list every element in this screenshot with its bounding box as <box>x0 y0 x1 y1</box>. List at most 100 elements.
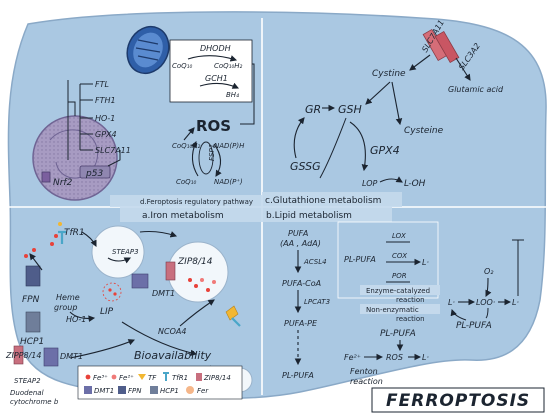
label-lipid: b.Lipid metabolism <box>266 211 352 221</box>
heme-label: Heme <box>56 293 80 302</box>
duodenal-label: Duodenal <box>10 389 44 397</box>
p53-label: p53 <box>85 169 103 179</box>
fsp1-label: FSP1 <box>208 144 216 161</box>
legend-fpn: FPN <box>128 387 142 395</box>
tfr1-receptor <box>50 222 66 246</box>
cytochrome-label: cytochrome b <box>10 398 59 406</box>
aa-ada-label: (AA , AdA) <box>280 239 321 248</box>
legend: Fe³⁺ Fe²⁺ TF TfR1 ZIP8/14 DMT1 FPN HCP1 … <box>77 365 243 400</box>
band-glutathione <box>262 192 402 207</box>
dhodh-label: DHODH <box>200 44 231 53</box>
nucleus <box>32 115 118 201</box>
dhodh-box <box>169 39 253 103</box>
label-glutathione: c.Glutathione metabolism <box>265 196 381 206</box>
ho1-label: HO-1 <box>66 315 86 324</box>
zip814-bottom-transporter <box>13 345 24 365</box>
nrf2-marker: Nrf2 <box>41 171 73 188</box>
gene-tree: FTL FTH1 HO-1 GPX4 SLC7A11 <box>67 80 131 167</box>
lip-label: LIP <box>100 307 114 317</box>
label-iron: a.Iron metabolism <box>142 211 224 221</box>
tfr1-label: TfR1 <box>64 228 85 238</box>
mitochondrion-icon <box>126 25 170 75</box>
lip-pool <box>102 282 122 302</box>
endosome-top <box>91 225 145 279</box>
title-box <box>371 387 545 413</box>
ferritin-icon <box>225 305 241 327</box>
zip814-bottom-label: ZIPP8/14 <box>5 351 41 360</box>
coq10-b-label: CoQ₁₀ <box>176 178 196 186</box>
nonenzyme-label: Non-enzymatic <box>366 306 419 314</box>
cysteine-label: Cysteine <box>404 126 444 136</box>
cystine-label: Cystine <box>372 69 406 79</box>
gssg-label: GSSG <box>290 160 321 173</box>
nadph-label: NAD(P)H <box>214 142 245 150</box>
coq10-label: CoQ₁₀ <box>172 62 192 70</box>
loh-label: L-OH <box>404 179 426 189</box>
pufa-pe-label: PUFA-PE <box>284 319 318 328</box>
pl-pufa-cycle-label: PL-PUFA <box>456 321 492 331</box>
band-regulatory <box>110 195 262 207</box>
hcp1-transporter <box>25 311 41 333</box>
fe2-label: Fe²⁺ <box>344 353 361 362</box>
hcp1-label: HCP1 <box>20 337 44 347</box>
lox-label: LOX <box>392 232 406 240</box>
ros-label: ROS <box>196 117 231 135</box>
steap2-label: STEAP2 <box>14 377 41 385</box>
gene-ho1: HO-1 <box>95 114 115 123</box>
gene-fth1: FTH1 <box>95 96 116 105</box>
steap3-label: STEAP3 <box>112 248 139 256</box>
legend-dmt1: DMT1 <box>94 387 114 395</box>
legend-tf: TF <box>148 374 157 382</box>
pl-pufa-bottom-label: PL-PUFA <box>282 371 314 380</box>
acsl4-label: ACSL4 <box>303 258 327 266</box>
iron-cluster-vesicle <box>188 278 216 292</box>
enzyme-label: Enzyme-catalyzed <box>366 287 430 295</box>
nonenzyme-caption-band <box>360 304 440 314</box>
coq10h2-b-label: CoQ₁₀H₂ <box>172 142 201 150</box>
zip814-top-transporter <box>165 261 176 281</box>
p53-marker: p53 <box>79 165 111 179</box>
fsp1-ellipse <box>198 141 214 175</box>
fenton-label: Fenton <box>350 367 378 376</box>
vesicle-right <box>167 241 229 303</box>
fenton2-label: reaction <box>350 377 383 386</box>
dmt1-bottom-transporter <box>43 347 59 367</box>
l-dot2-label: L· <box>422 353 429 362</box>
ros-lipid-label: ROS <box>386 353 403 362</box>
gpx4-label: GPX4 <box>370 144 400 157</box>
fpn-label: FPN <box>22 295 40 305</box>
glutamic-label: Glutamic acid <box>448 85 504 94</box>
loo-label: LOO· <box>476 298 495 307</box>
gene-gpx4: GPX4 <box>95 130 117 139</box>
band-iron <box>120 207 262 222</box>
legend-tfr1: TfR1 <box>172 374 188 382</box>
legend-zip814: ZIP8/14 <box>203 374 231 382</box>
group-label: group <box>54 303 77 312</box>
pl-pufa-right-label: PL-PUFA <box>380 329 416 339</box>
gsh-label: GSH <box>338 103 362 116</box>
lop-label: LOP <box>362 179 378 188</box>
slc7a11-transporter <box>422 28 460 64</box>
lpcat3-label: LPCAT3 <box>304 298 330 306</box>
ncoa4-label: NCOA4 <box>158 327 186 336</box>
gr-label: GR <box>305 103 321 116</box>
title-text: FERROPTOSIS <box>386 391 530 411</box>
enzyme-box <box>337 221 439 299</box>
label-regulatory: d.Feroptosis regulatory pathway <box>140 198 253 206</box>
legend-fe2: Fe²⁺ <box>119 374 134 382</box>
gch1-label: GCH1 <box>205 74 228 83</box>
bh4-label: BH₄ <box>226 91 239 99</box>
zip814-top-label: ZIP8/14 <box>177 257 213 267</box>
bioavailability-label: Bioavailability <box>134 349 212 362</box>
dmt1-top-transporter <box>131 273 149 289</box>
cox-label: COX <box>392 252 407 260</box>
nonenzyme2-label: reaction <box>396 315 425 323</box>
pufa-coa-label: PUFA-CoA <box>282 279 321 288</box>
legend-fe3: Fe³⁺ <box>93 374 108 382</box>
enzyme-caption-band <box>360 285 440 295</box>
coq10h2-label: CoQ₁₀H₂ <box>214 62 243 70</box>
o2-label: O₂ <box>484 267 494 276</box>
l-right-label: L· <box>512 298 519 307</box>
